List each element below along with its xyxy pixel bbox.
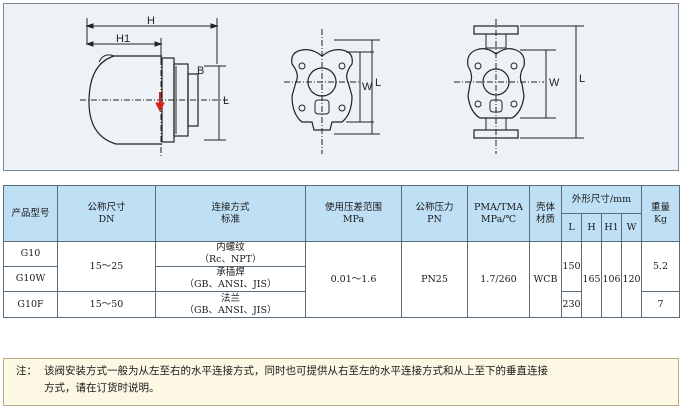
cell-pma-tma: 1.7/260 xyxy=(467,241,530,318)
side-port-circle xyxy=(307,67,337,97)
cell-material: WCB xyxy=(529,241,562,318)
drawing-panel: H H1 B L W L W L xyxy=(3,3,679,171)
note-line-1: 该阀安装方式一般为从左至右的水平连接方式，同时也可提供从右至左的水平连接方式和从… xyxy=(44,365,548,377)
th-connection: 连接方式 标准 xyxy=(155,185,306,242)
cell-model-g10w: G10W xyxy=(3,266,58,292)
front-view xyxy=(80,18,228,156)
table-row: G10W 承插焊 （GB、ANSI、JIS） xyxy=(3,266,680,292)
th-pressure-diff: 使用压差范围 MPa xyxy=(305,185,402,242)
label-w-flange: W xyxy=(549,77,560,89)
h1-arrow-right xyxy=(154,41,163,47)
cell-l-150: 150 xyxy=(561,241,582,292)
flanged-port-circle xyxy=(482,68,510,96)
cell-h: 165 xyxy=(581,241,602,318)
side-view xyxy=(284,29,380,154)
top-neck xyxy=(485,33,507,49)
cell-w: 120 xyxy=(620,241,643,318)
note-box: 注： 该阀安装方式一般为从左至右的水平连接方式，同时也可提供从右至左的水平连接方式… xyxy=(3,358,679,406)
cell-weight-5-2: 5.2 xyxy=(641,241,681,292)
cell-connection-flange: 法兰 （GB、ANSI、JIS） xyxy=(155,291,306,318)
th-pma-tma: PMA/TMA MPa/℃ xyxy=(467,185,530,242)
cell-l-230: 230 xyxy=(561,291,582,318)
table-header-row: 产品型号 公称尺寸 DN 连接方式 标准 使用压差范围 MPa 公称压力 PN … xyxy=(3,185,681,242)
th-body-material: 壳体 材质 xyxy=(529,185,562,242)
bolt-top-right xyxy=(338,62,346,70)
bolt-bottom-right xyxy=(338,104,346,112)
table-row: G10F 15～50 法兰 （GB、ANSI、JIS） 230 7 xyxy=(3,291,681,318)
body-dome xyxy=(88,55,162,145)
valve-drawing: H H1 B L W L W L xyxy=(80,15,585,156)
th-product-model: 产品型号 xyxy=(3,185,58,242)
cell-connection-socket: 承插焊 （GB、ANSI、JIS） xyxy=(155,266,306,292)
label-h1: H1 xyxy=(116,33,130,45)
h-arrow-left xyxy=(85,23,94,29)
side-body-outline xyxy=(291,49,353,131)
cover-cap xyxy=(187,73,199,127)
th-dim-w: W xyxy=(620,213,643,242)
th-nominal-pressure: 公称压力 PN xyxy=(401,185,468,242)
flanged-drain xyxy=(489,99,503,113)
cell-model-g10f: G10F xyxy=(3,291,58,318)
flanged-view xyxy=(454,19,584,154)
spec-table: 产品型号 公称尺寸 DN 连接方式 标准 使用压差范围 MPa 公称压力 PN … xyxy=(3,185,681,318)
bolt-top-left xyxy=(298,62,306,70)
note-line-2: 方式，请在订货时说明。 xyxy=(44,382,160,394)
flange-bolt-br xyxy=(510,100,518,108)
h-arrow-right xyxy=(210,23,219,29)
cell-dn-15-25: 15～25 xyxy=(57,241,156,292)
label-l-side: L xyxy=(375,77,381,89)
th-dim-h1: H1 xyxy=(601,213,622,242)
th-dimensions: 外形尺寸/mm xyxy=(560,185,643,214)
flange-bolt-tr xyxy=(510,62,518,70)
cell-nominal-pressure: PN25 xyxy=(401,241,468,318)
flange-bolt-tl xyxy=(474,62,482,70)
flanged-body-outline xyxy=(467,48,525,119)
body-top-edge xyxy=(98,54,115,63)
flange-bolt-bl xyxy=(474,100,482,108)
h1-arrow-left xyxy=(85,41,94,47)
side-drain xyxy=(314,99,330,115)
label-h: H xyxy=(147,15,155,27)
cell-h1: 106 xyxy=(601,241,622,318)
cell-weight-7: 7 xyxy=(641,291,681,318)
label-l-front: L xyxy=(223,95,229,107)
cell-model-g10: G10 xyxy=(3,241,58,267)
cell-pressure-diff: 0.01～1.6 xyxy=(305,241,402,318)
th-dim-h: H xyxy=(581,213,602,242)
th-weight: 重量 Kg xyxy=(641,185,681,242)
bolt-bottom-left xyxy=(298,104,306,112)
label-b: B xyxy=(197,65,204,77)
table-subheader-row: L H H1 W xyxy=(4,213,680,242)
cell-connection-thread: 内螺纹 （Rc、NPT） xyxy=(155,241,306,267)
th-dim-l: L xyxy=(561,213,582,242)
flow-arrow-icon xyxy=(155,102,165,113)
th-nominal-size: 公称尺寸 DN xyxy=(57,185,156,242)
cell-dn-15-50: 15～50 xyxy=(57,291,156,318)
label-w-side: W xyxy=(362,81,373,93)
table-row: G10 15～25 内螺纹 （Rc、NPT） 0.01～1.6 PN25 1.7… xyxy=(3,241,681,318)
label-l-flange: L xyxy=(579,73,585,85)
note-prefix: 注： xyxy=(16,365,37,377)
